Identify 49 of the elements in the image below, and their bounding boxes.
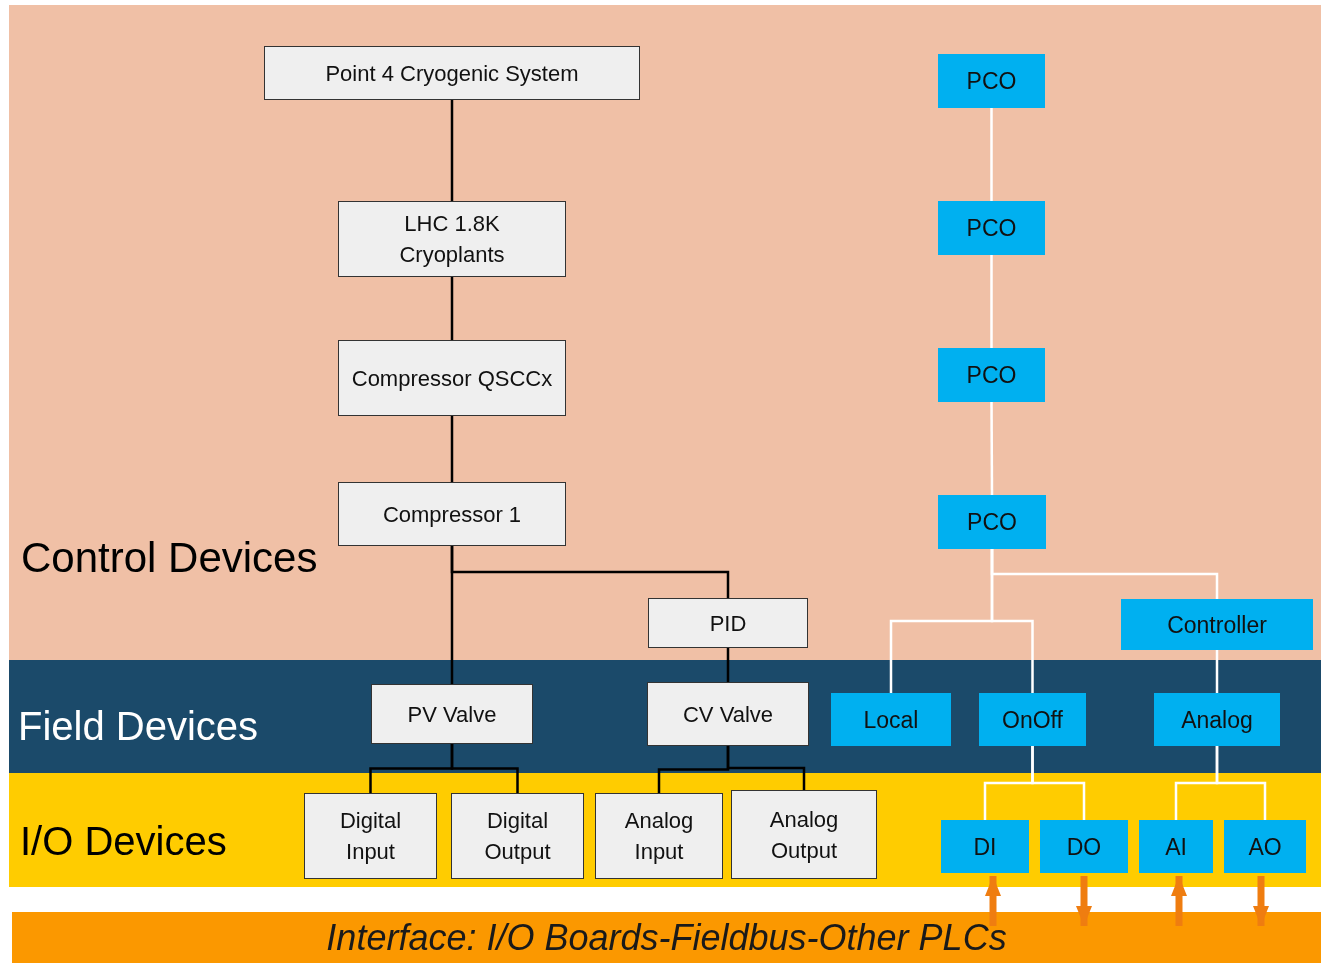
band-label: Control Devices	[21, 534, 318, 581]
control-box: DI	[941, 820, 1029, 873]
connector-line	[1031, 746, 1086, 820]
control-box: OnOff	[979, 693, 1086, 746]
control-box: DO	[1040, 820, 1128, 873]
process-box: LHC 1.8K Cryoplants	[338, 201, 566, 277]
process-box: Compressor QSCCx	[338, 340, 566, 416]
arrow	[1076, 876, 1092, 926]
connector-line	[726, 746, 806, 790]
connector-line	[450, 277, 454, 340]
connector-line	[450, 744, 519, 793]
process-box: Point 4 Cryogenic System	[264, 46, 640, 100]
process-box: PV Valve	[371, 684, 533, 744]
connector-line	[450, 546, 730, 598]
connector-line	[990, 402, 994, 495]
control-box: Local	[831, 693, 951, 746]
connector-line	[990, 255, 993, 348]
control-box: Analog	[1154, 693, 1280, 746]
process-box: CV Valve	[647, 682, 809, 746]
control-box: PCO	[938, 348, 1045, 402]
connector-line	[1215, 650, 1219, 693]
connector-line	[726, 648, 730, 682]
control-box: PCO	[938, 495, 1046, 549]
arrow	[1253, 876, 1269, 926]
control-box: AO	[1224, 820, 1306, 873]
control-box: PCO	[938, 201, 1045, 255]
interface-band	[12, 912, 1321, 963]
control-devices-band	[9, 5, 1321, 660]
io-devices-band	[9, 773, 1321, 887]
connector-line	[450, 100, 454, 201]
band-label: Interface: I/O Boards-Fieldbus-Other PLCs	[326, 915, 1007, 960]
process-box: PID	[648, 598, 808, 648]
arrow	[985, 876, 1001, 926]
process-box: Digital Output	[451, 793, 584, 879]
control-box: PCO	[938, 54, 1045, 108]
connector-line	[1215, 746, 1267, 820]
process-box: Compressor 1	[338, 482, 566, 546]
process-box: Analog Input	[595, 793, 723, 879]
arrow	[1171, 876, 1187, 926]
band-label: Field Devices	[18, 704, 259, 748]
connector-line	[990, 108, 993, 201]
field-devices-band	[9, 660, 1321, 773]
process-box: Analog Output	[731, 790, 877, 879]
process-box: Digital Input	[304, 793, 437, 879]
connector-line	[990, 549, 1219, 599]
connector-line	[450, 416, 454, 482]
control-box: AI	[1139, 820, 1213, 873]
control-box: Controller	[1121, 599, 1313, 650]
band-label: I/O Devices	[20, 819, 227, 863]
